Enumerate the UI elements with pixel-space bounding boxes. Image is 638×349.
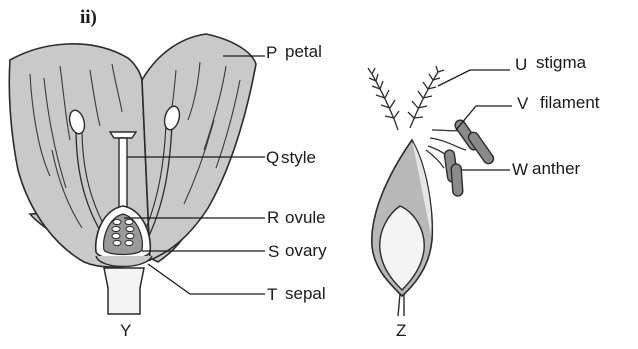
- ovule: [113, 240, 121, 245]
- anther: [451, 164, 463, 197]
- ovule: [125, 219, 133, 224]
- flower-z-diagram: U stigma V filament W anther Z: [368, 53, 600, 340]
- leader-t: [148, 264, 265, 294]
- label-anther: anther: [532, 159, 581, 178]
- ovule: [113, 219, 121, 224]
- ovule: [126, 233, 134, 238]
- ovule: [112, 233, 120, 238]
- label-ovary: ovary: [285, 241, 327, 260]
- style-y: [119, 138, 127, 212]
- ovule: [126, 226, 134, 231]
- ovule: [125, 240, 133, 245]
- caption-z: Z: [396, 321, 406, 340]
- label-petal: petal: [285, 42, 322, 61]
- label-letter-q: Q: [266, 148, 279, 167]
- part-title: ii): [80, 7, 97, 28]
- label-letter-w: W: [512, 160, 528, 179]
- flower-stalk: [104, 268, 144, 314]
- stalk-z: [398, 294, 404, 316]
- label-letter-t: T: [267, 285, 277, 304]
- label-stigma: stigma: [536, 53, 587, 72]
- filament-z-4: [426, 150, 444, 168]
- feathery-stigma-left: [368, 68, 399, 130]
- label-letter-r: R: [267, 208, 279, 227]
- label-ovule: ovule: [285, 208, 326, 227]
- feathery-stigma-right: [408, 66, 444, 128]
- label-style: style: [281, 148, 316, 167]
- label-letter-u: U: [515, 55, 527, 74]
- leader-u: [438, 70, 510, 86]
- label-letter-s: S: [268, 242, 279, 261]
- label-sepal: sepal: [285, 284, 326, 303]
- ovule: [112, 226, 120, 231]
- flower-y-diagram: P petal Q style R ovule S ovary T sepal …: [9, 34, 327, 340]
- label-filament: filament: [540, 93, 600, 112]
- filament-z-2: [430, 138, 466, 150]
- stigma-y: [110, 132, 136, 138]
- label-letter-p: P: [266, 43, 277, 62]
- label-letter-v: V: [517, 94, 529, 113]
- anthers-z: [444, 118, 496, 196]
- caption-y: Y: [120, 321, 131, 340]
